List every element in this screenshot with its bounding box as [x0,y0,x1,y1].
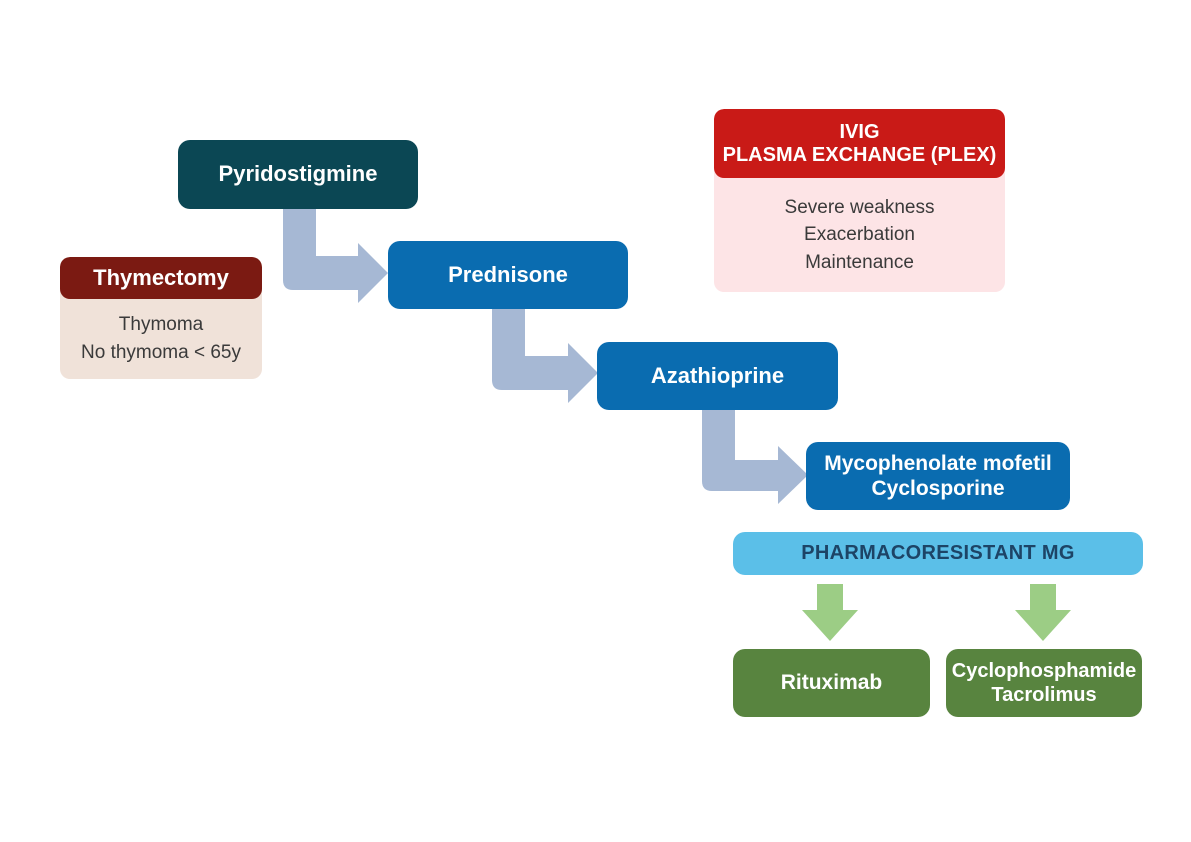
step-mycophenolate-cyclosporine: Mycophenolate mofetil Cyclosporine [806,442,1070,510]
ivig-indication: Maintenance [805,251,914,273]
ivig-plex-header: IVIG PLASMA EXCHANGE (PLEX) [714,109,1005,178]
step-cyclosporine-line: Cyclosporine [871,477,1005,500]
ivig-plex-body: Severe weakness Exacerbation Maintenance [714,178,1005,292]
option-tacrolimus-line: Tacrolimus [991,684,1097,706]
arrow-down-cyclophosphamide [1015,584,1071,641]
arrow-azathioprine-to-mycophenolate [702,409,808,504]
plex-title: PLASMA EXCHANGE (PLEX) [722,143,997,166]
step-mycophenolate-line: Mycophenolate mofetil [824,451,1052,475]
pharmacoresistant-band: PHARMACORESISTANT MG [733,532,1143,575]
option-cyclophosphamide-tacrolimus: Cyclophosphamide Tacrolimus [946,649,1142,717]
ivig-title: IVIG [839,120,880,143]
pharmacoresistant-label: PHARMACORESISTANT MG [801,542,1075,564]
step-azathioprine: Azathioprine [597,342,838,410]
thymectomy-title: Thymectomy [93,265,229,291]
arrow-down-rituximab [802,584,858,641]
step-prednisone-label: Prednisone [448,261,568,287]
option-cyclophosphamide-line: Cyclophosphamide [951,660,1137,682]
option-rituximab-label: Rituximab [780,671,883,695]
step-azathioprine-label: Azathioprine [650,362,785,388]
thymectomy-card: Thymectomy Thymoma No thymoma < 65y [60,257,262,379]
ivig-indication: Severe weakness [784,196,935,218]
ivig-indication: Exacerbation [804,224,915,246]
thymectomy-header: Thymectomy [60,257,262,299]
step-pyridostigmine: Pyridostigmine [178,140,418,209]
thymectomy-item: No thymoma < 65y [81,342,241,363]
step-pyridostigmine-label: Pyridostigmine [218,161,378,187]
arrow-prednisone-to-azathioprine [492,308,598,403]
thymectomy-body: Thymoma No thymoma < 65y [60,299,262,379]
ivig-plex-card: IVIG PLASMA EXCHANGE (PLEX) Severe weakn… [714,109,1005,292]
arrow-pyridostigmine-to-prednisone [283,208,388,303]
thymectomy-item: Thymoma [118,314,204,336]
step-prednisone: Prednisone [388,241,628,309]
option-rituximab: Rituximab [733,649,930,717]
